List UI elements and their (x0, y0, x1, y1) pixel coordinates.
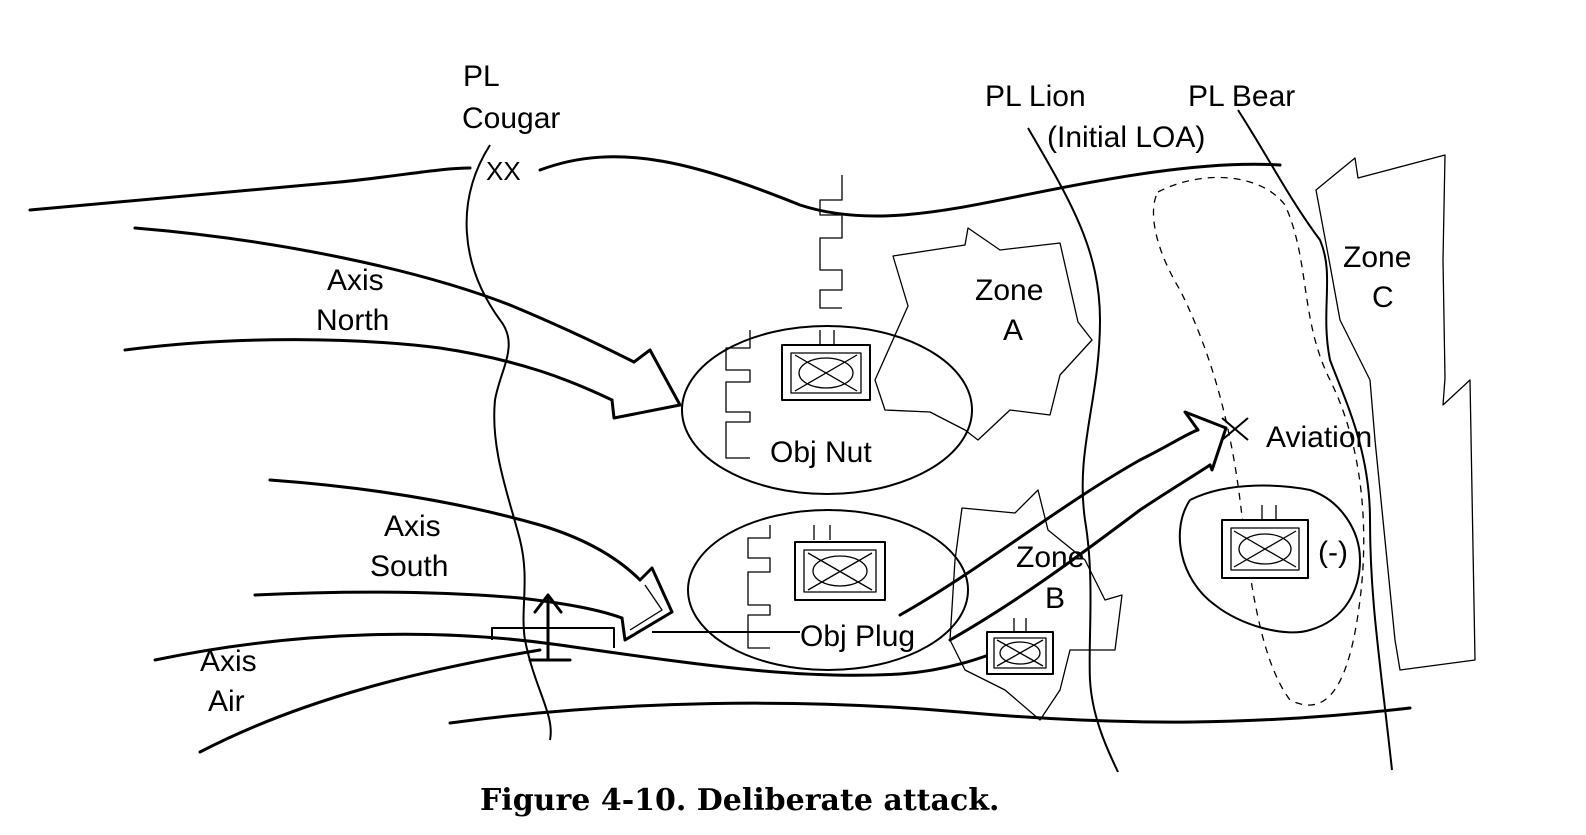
zone-b-outline (949, 489, 1123, 721)
axis-air-label-1: Axis (200, 645, 257, 678)
aviation-target-x (1221, 417, 1249, 441)
axis-south-label-1: Axis (384, 510, 441, 543)
unit-symbol-plug (794, 525, 886, 601)
boundary-mark: XX (486, 156, 521, 186)
boundary-line-south (448, 701, 1412, 725)
aviation-label: Aviation (1266, 421, 1372, 454)
objective-nut-label: Obj Nut (770, 436, 872, 469)
pl-cougar-prefix: PL (463, 60, 500, 93)
aviation-area-dashed (1152, 176, 1365, 706)
unit-symbol-zone-b (986, 618, 1054, 675)
unit-modifier-label: (-) (1318, 536, 1348, 569)
axis-south-label-2: South (370, 550, 448, 583)
trench-line-nut (725, 330, 751, 459)
aviation-arrow (898, 410, 1228, 642)
phase-line-lion (1027, 127, 1119, 773)
zone-a-outline (874, 227, 1093, 441)
zone-a-label-2: A (1003, 314, 1023, 347)
zone-b-label-1: Zone (1016, 541, 1084, 574)
figure-caption: Figure 4-10. Deliberate attack. (480, 783, 999, 818)
zone-b-label-2: B (1045, 582, 1065, 615)
phase-line-cougar (465, 144, 552, 741)
attack-position-symbol (528, 593, 572, 662)
axis-north-label-2: North (316, 304, 389, 337)
zone-c-outline (1315, 154, 1476, 671)
objective-plug-outline (687, 509, 969, 671)
pl-bear-label: PL Bear (1188, 80, 1295, 113)
axis-south-arrow (253, 478, 674, 642)
objective-nut-outline (681, 325, 973, 495)
pl-cougar-name: Cougar (462, 102, 560, 135)
trench-line-north (819, 175, 843, 309)
unit-symbol-reserve (1221, 505, 1309, 579)
phase-line-bear (1237, 109, 1393, 771)
boundary-line-north (28, 155, 1282, 218)
enemy-position-outline (1178, 484, 1361, 634)
pl-lion-label: PL Lion (985, 80, 1086, 113)
zone-c-label-1: Zone (1343, 241, 1411, 274)
trench-line-plug (747, 525, 771, 649)
unit-symbol-nut (781, 330, 871, 401)
axis-air-arrow (153, 627, 1032, 754)
objective-plug-label: Obj Plug (800, 620, 915, 653)
axis-air-label-2: Air (208, 685, 245, 718)
axis-north-label-1: Axis (327, 264, 384, 297)
zone-a-label-1: Zone (975, 274, 1043, 307)
pl-lion-note: (Initial LOA) (1047, 121, 1205, 154)
zone-c-label-2: C (1372, 281, 1394, 314)
axis-north-arrow (123, 226, 682, 420)
